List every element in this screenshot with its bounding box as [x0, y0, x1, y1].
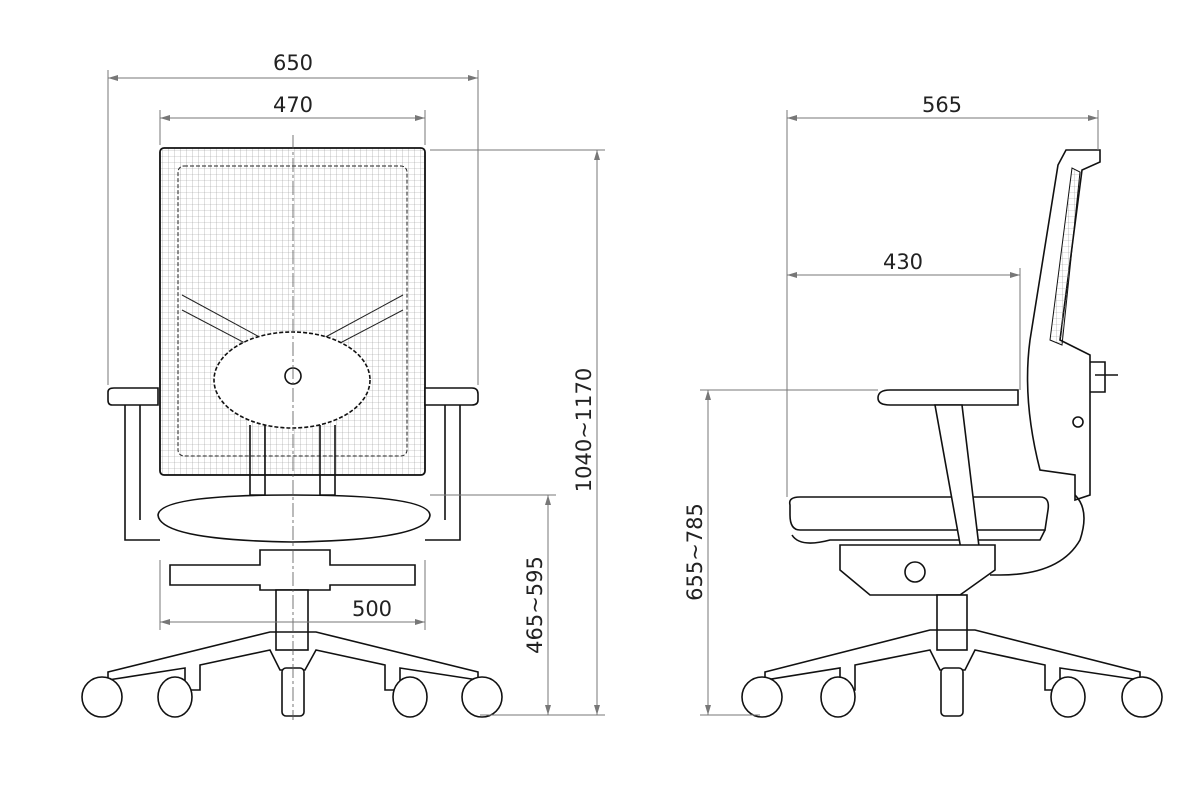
side-backrest-frame — [1026, 149, 1101, 502]
side-casters — [741, 667, 1163, 718]
dim-armrest-height: 655~785 — [683, 503, 707, 601]
side-dimensions: 565 430 655~785 — [683, 93, 1099, 716]
side-back-adjuster — [1072, 416, 1084, 428]
dim-seat-height: 465~595 — [523, 556, 547, 654]
front-lumbar-pad — [213, 331, 371, 429]
front-backrest-inner — [177, 165, 408, 457]
front-view-chair — [81, 135, 503, 720]
front-mechanism — [169, 549, 416, 591]
front-dimensions: 650 470 500 1040~1170 465~595 — [107, 51, 605, 716]
dim-overall-width: 650 — [273, 51, 313, 75]
front-right-arm-post — [425, 405, 461, 541]
front-seat — [157, 494, 431, 543]
front-lumbar-straps — [181, 294, 404, 353]
side-view-chair — [741, 149, 1163, 718]
front-right-arm — [424, 387, 479, 406]
side-gas-lift — [936, 594, 968, 651]
dim-backrest-width: 470 — [273, 93, 313, 117]
front-left-arm-post — [124, 405, 160, 541]
side-backrest-mesh — [1049, 167, 1081, 346]
dim-overall-depth: 565 — [922, 93, 962, 117]
side-mechanism — [839, 544, 996, 596]
side-seat — [788, 496, 1050, 531]
side-arm-post — [934, 404, 981, 556]
front-gas-lift — [275, 589, 309, 651]
dim-overall-height: 1040~1170 — [572, 368, 596, 492]
side-back-bracket — [990, 494, 1085, 576]
dim-seat-depth: 430 — [883, 250, 923, 274]
side-arm-pad — [877, 389, 1019, 406]
side-tension-knob — [904, 561, 926, 583]
front-casters — [81, 667, 503, 718]
front-left-arm — [107, 387, 159, 406]
side-back-knob — [1090, 361, 1118, 393]
side-seat-underside — [791, 529, 1046, 544]
dim-base-width: 500 — [352, 597, 392, 621]
